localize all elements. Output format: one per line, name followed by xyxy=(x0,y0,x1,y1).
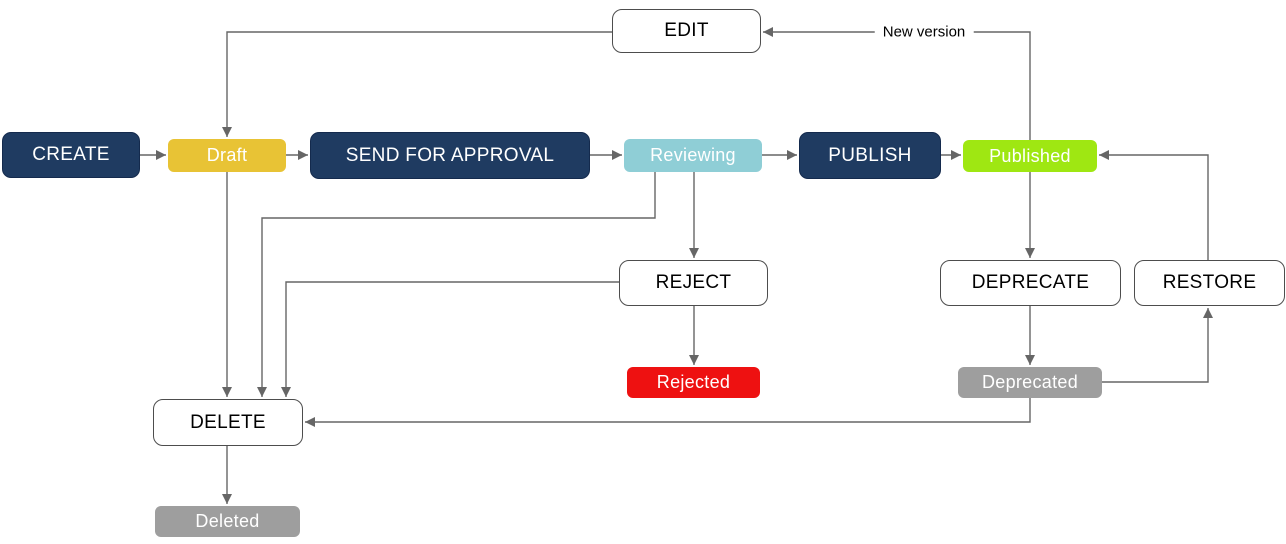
node-restore: RESTORE xyxy=(1134,260,1285,306)
node-reject: REJECT xyxy=(619,260,768,306)
node-draft: Draft xyxy=(168,139,286,172)
node-rejected: Rejected xyxy=(627,367,760,398)
edge-edit-draft xyxy=(222,31,612,137)
edge-reviewing-delete xyxy=(257,172,656,397)
node-delete: DELETE xyxy=(153,399,303,446)
node-published: Published xyxy=(963,140,1097,172)
node-deprecated: Deprecated xyxy=(958,367,1102,398)
node-deprecate: DEPRECATE xyxy=(940,260,1121,306)
edge-label-new-version: New version xyxy=(874,22,974,42)
node-deleted: Deleted xyxy=(155,506,300,537)
node-create: CREATE xyxy=(2,132,140,178)
edge-reject-delete xyxy=(281,281,619,397)
node-reviewing: Reviewing xyxy=(624,139,762,172)
node-publish: PUBLISH xyxy=(799,132,941,179)
edge-published-edit xyxy=(763,27,1031,140)
edge-deprecated-restore xyxy=(1102,308,1213,383)
node-send-for-approval: SEND FOR APPROVAL xyxy=(310,132,590,179)
node-edit: EDIT xyxy=(612,9,761,53)
edge-deprecated-delete xyxy=(305,397,1031,427)
edge-restore-published xyxy=(1099,150,1209,260)
